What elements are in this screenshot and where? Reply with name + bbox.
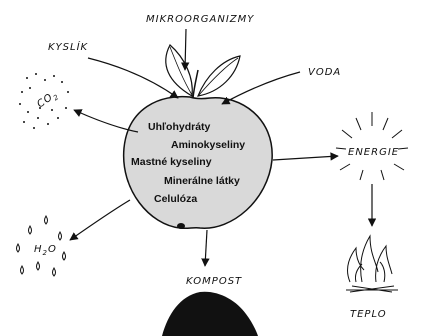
apple-spot <box>177 223 185 229</box>
apple-item-fatty-acids: Mastné kyseliny <box>131 156 212 168</box>
apple-item-amino-acids: Aminokyseliny <box>171 139 245 151</box>
label-heat: TEPLO <box>350 309 387 320</box>
apple-item-minerals: Minerálne látky <box>164 175 240 187</box>
label-microorganisms: MIKROORGANIZMY <box>146 14 254 25</box>
label-oxygen: KYSLÍK <box>48 40 89 53</box>
apple-item-carbohydrates: Uhľohydráty <box>148 121 211 133</box>
label-water: VODA <box>308 67 341 78</box>
leaf-right <box>198 56 240 96</box>
arrow-compost <box>205 230 207 266</box>
apple-stem <box>193 70 198 98</box>
label-compost: KOMPOST <box>186 276 242 287</box>
apple-item-cellulose: Celulóza <box>154 193 197 205</box>
energy-rays <box>336 112 408 180</box>
arrow-microorganisms <box>185 29 186 70</box>
fire-icon <box>346 236 398 292</box>
label-energy: ENERGIE <box>348 147 399 158</box>
arrow-h2o <box>70 200 130 240</box>
arrow-water <box>222 72 300 104</box>
arrow-oxygen <box>88 58 178 98</box>
arrow-energy <box>273 156 338 160</box>
label-h2o: H2O <box>34 244 57 257</box>
compost-pile <box>162 292 258 336</box>
label-co2: CO2 <box>35 89 61 112</box>
